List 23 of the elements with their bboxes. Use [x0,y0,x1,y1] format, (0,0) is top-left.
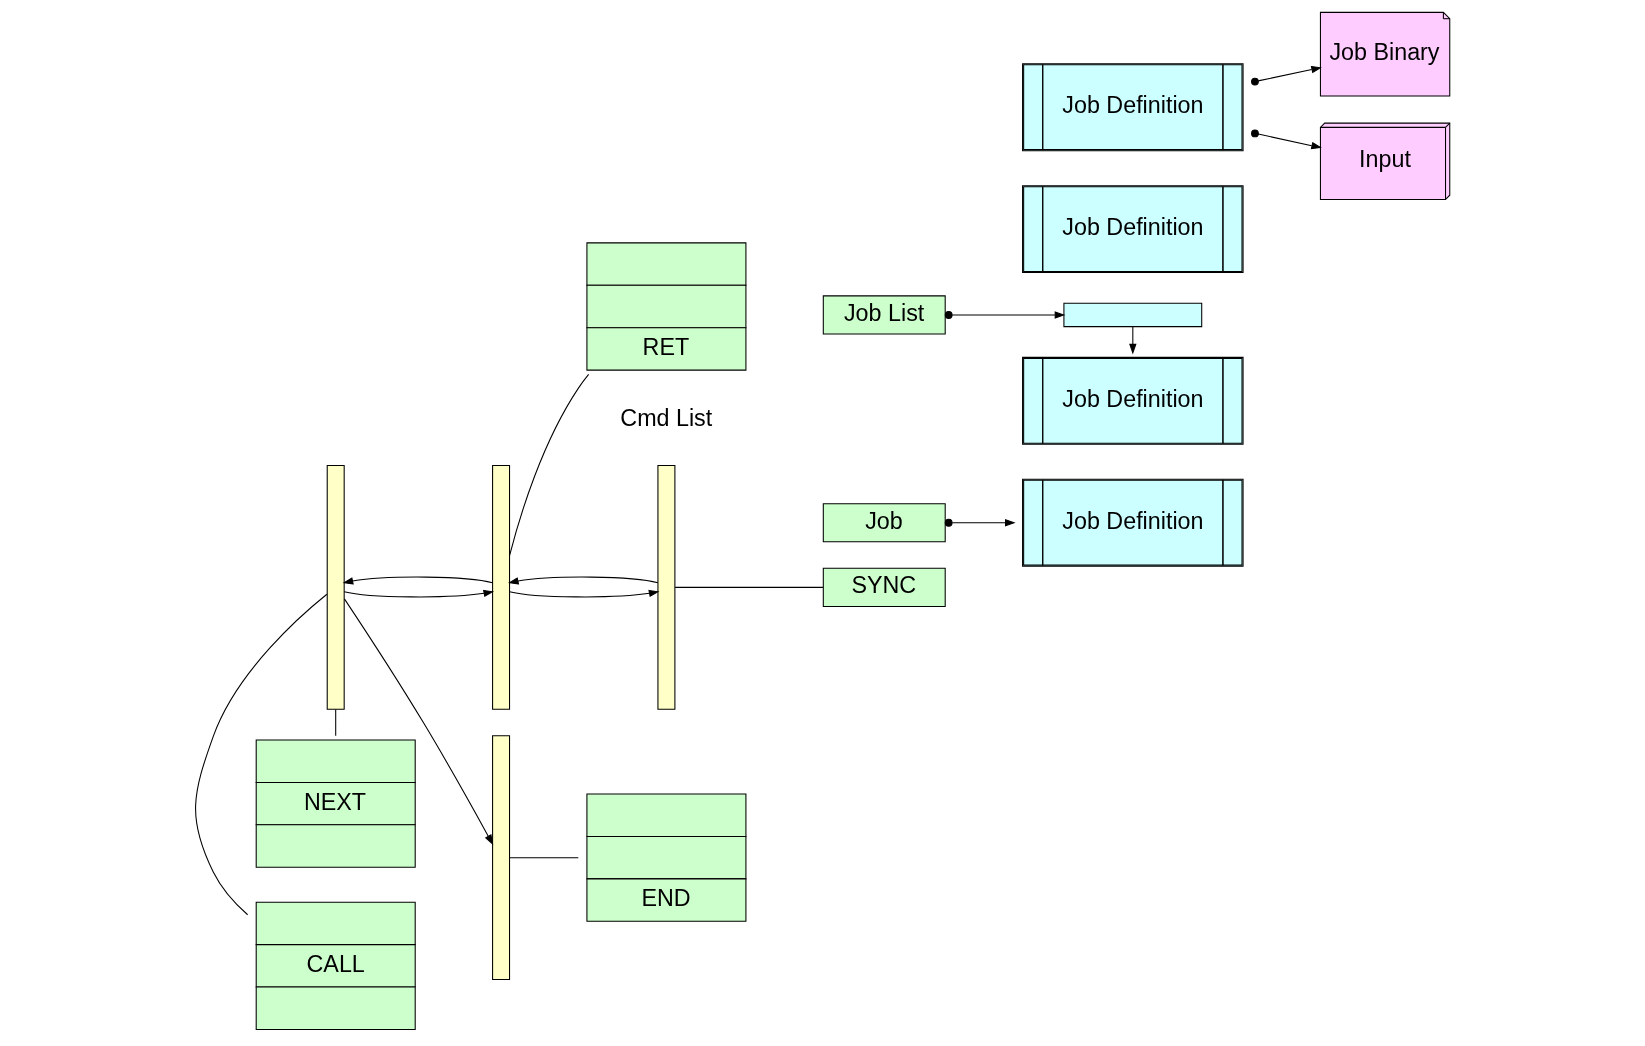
arrow [508,576,659,585]
arrow [944,311,1066,319]
arrow [1251,65,1322,86]
arrow [342,576,494,585]
node-box: SYNC [822,567,946,607]
node-bar [1063,302,1203,328]
connector [509,857,579,859]
node-label: Cmd List [620,404,713,431]
node-bar [657,464,676,710]
node-bar [492,735,511,981]
node-box: Job List [822,295,946,335]
arrow [343,589,495,598]
arrow [1251,129,1322,150]
node-box: Job [822,503,946,543]
connector [335,709,337,737]
arrow [509,589,660,598]
connector [195,593,328,916]
arrow [944,518,1016,527]
arrow [343,598,494,846]
connector [509,373,590,556]
node-bar [326,464,345,710]
connector [674,586,824,588]
node-bar [492,464,511,710]
